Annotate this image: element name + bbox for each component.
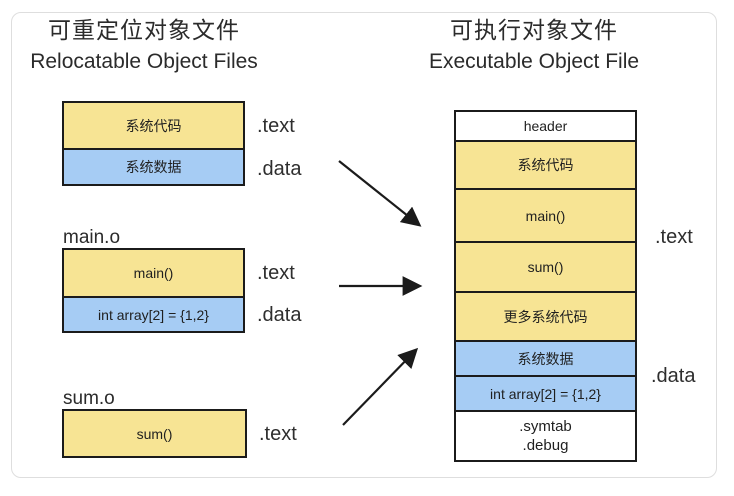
- left-title: 可重定位对象文件 Relocatable Object Files: [8, 15, 280, 77]
- exec-data-tag: .data: [651, 365, 696, 387]
- executable-stack: header 系统代码 main() sum() 更多系统代码 系统数据 int…: [454, 110, 637, 462]
- exec-row-symtab-debug: .symtab .debug: [456, 412, 635, 460]
- exec-row-main: main(): [456, 190, 635, 243]
- sum-text-tag: .text: [259, 423, 297, 445]
- sum-text-section: sum(): [64, 411, 245, 456]
- file1-data-tag: .data: [257, 158, 302, 180]
- sum-o-label: sum.o: [63, 388, 115, 409]
- main-data-tag: .data: [257, 304, 302, 326]
- file1-text-tag: .text: [257, 115, 295, 137]
- exec-text-tag: .text: [655, 226, 693, 248]
- main-o-label: main.o: [63, 227, 121, 248]
- left-title-en: Relocatable Object Files: [30, 50, 258, 73]
- exec-row-array: int array[2] = {1,2}: [456, 377, 635, 412]
- right-title-en: Executable Object File: [428, 50, 640, 73]
- main-data-section: int array[2] = {1,2}: [64, 298, 243, 331]
- arrow-file1-to-exec: [338, 160, 422, 227]
- exec-row-sum: sum(): [456, 243, 635, 293]
- right-title: 可执行对象文件 Executable Object File: [398, 15, 670, 77]
- exec-row-header: header: [456, 112, 635, 142]
- arrow-sum-to-exec: [342, 347, 419, 426]
- exec-row-sysdata: 系统数据: [456, 342, 635, 377]
- exec-row-syscode: 系统代码: [456, 142, 635, 190]
- main-text-section: main(): [64, 250, 243, 298]
- exec-row-moresyscode: 更多系统代码: [456, 293, 635, 342]
- object-file-1: 系统代码 系统数据: [62, 101, 245, 186]
- debug-line: .debug: [522, 437, 569, 454]
- left-title-zh: 可重定位对象文件: [48, 17, 240, 43]
- file1-data-section: 系统数据: [64, 150, 243, 184]
- file1-text-section: 系统代码: [64, 103, 243, 150]
- main-text-tag: .text: [257, 262, 295, 284]
- object-file-sum: sum(): [62, 409, 247, 458]
- right-title-zh: 可执行对象文件: [450, 17, 618, 43]
- symtab-line: .symtab: [519, 418, 572, 435]
- object-file-main: main() int array[2] = {1,2}: [62, 248, 245, 333]
